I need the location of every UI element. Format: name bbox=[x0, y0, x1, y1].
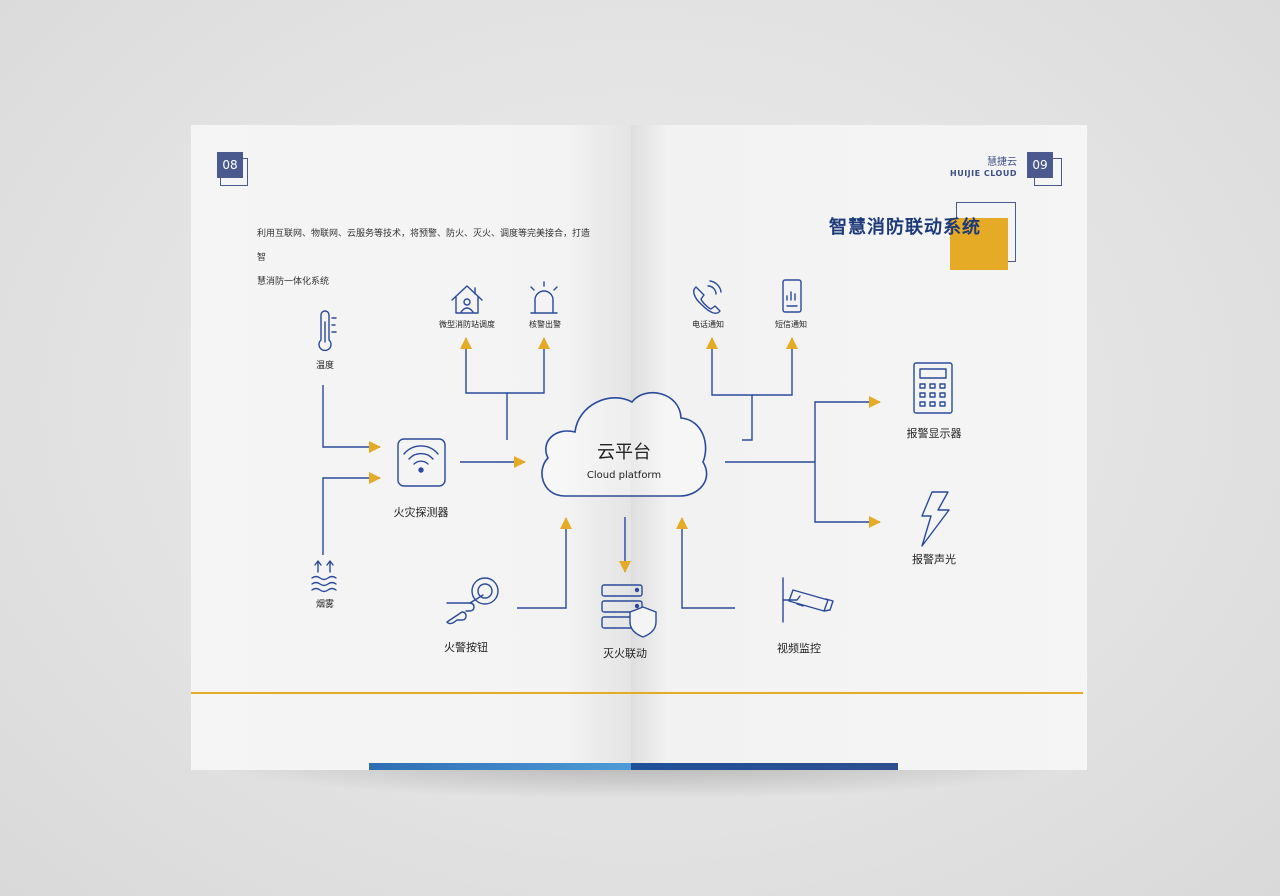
gold-rule-left bbox=[191, 692, 631, 694]
intro-line-2: 慧消防一体化系统 bbox=[257, 277, 330, 287]
page-number-right: 09 bbox=[1027, 152, 1053, 178]
label-video-monitor: 视频监控 bbox=[777, 641, 821, 655]
mobile-phone-icon bbox=[782, 279, 802, 313]
connector-cloud-verify bbox=[507, 337, 550, 394]
label-fire-button: 火警按钮 bbox=[444, 640, 488, 654]
phone-icon bbox=[693, 280, 722, 314]
intro-line-1: 利用互联网、物联网、云服务等技术，将预警、防火、灭火、调度等完美接合，打造智 bbox=[257, 229, 591, 263]
label-fire-linkage: 灭火联动 bbox=[603, 647, 647, 660]
label-alarm-sound-light: 报警声光 bbox=[912, 552, 956, 566]
label-phone-notice: 电话通知 bbox=[692, 319, 724, 329]
lightning-icon bbox=[921, 491, 950, 547]
gold-rule-right bbox=[631, 692, 1083, 694]
label-temperature: 温度 bbox=[316, 359, 334, 371]
connector-smoke bbox=[322, 472, 381, 555]
brand-logo: 慧捷云 HUIJIE CLOUD bbox=[950, 157, 1017, 179]
connector-cloud-phone bbox=[706, 337, 753, 441]
label-verify-alarm: 核警出警 bbox=[529, 319, 561, 329]
cctv-camera-icon bbox=[782, 577, 834, 623]
connector-cloud-display bbox=[814, 396, 881, 462]
hand-button-icon bbox=[446, 577, 499, 625]
right-page: 慧捷云 HUIJIE CLOUD 09 智慧消防联动系统 bbox=[631, 125, 1087, 770]
intro-text: 利用互联网、物联网、云服务等技术，将预警、防火、灭火、调度等完美接合，打造智 慧… bbox=[257, 222, 597, 294]
label-alarm-display: 报警显示器 bbox=[907, 426, 962, 440]
bottom-bar-right bbox=[631, 763, 898, 770]
cloud-label-en: Cloud platform bbox=[587, 470, 661, 481]
label-micro-station: 微型消防站调度 bbox=[439, 319, 495, 329]
page-number-left: 08 bbox=[217, 152, 243, 178]
connector-temperature bbox=[322, 385, 381, 453]
label-smoke: 烟雾 bbox=[316, 598, 334, 610]
smoke-icon bbox=[311, 560, 337, 593]
alarm-light-icon bbox=[530, 281, 558, 314]
fire-detector-icon bbox=[397, 438, 446, 487]
thermometer-icon bbox=[318, 310, 337, 352]
connector-video-cloud bbox=[676, 517, 735, 609]
cloud-platform-icon bbox=[541, 392, 708, 497]
alarm-display-icon bbox=[913, 362, 953, 414]
bottom-bar-left bbox=[369, 763, 631, 770]
page-title: 智慧消防联动系统 bbox=[829, 217, 981, 238]
house-icon bbox=[451, 285, 483, 314]
server-shield-icon bbox=[601, 584, 657, 638]
brand-cn: 慧捷云 bbox=[987, 157, 1017, 168]
brand-en: HUIJIE CLOUD bbox=[950, 169, 1017, 178]
title-gold-box bbox=[950, 218, 1008, 270]
cloud-label-cn: 云平台 bbox=[597, 442, 651, 463]
label-fire-detector: 火灾探测器 bbox=[394, 505, 449, 519]
connector-cloud-sms bbox=[752, 337, 798, 396]
label-sms-notice: 短信通知 bbox=[775, 319, 807, 329]
connector-cloud-soundlight bbox=[814, 462, 881, 528]
connector-button-cloud bbox=[517, 517, 572, 609]
connector-cloud-micro bbox=[460, 337, 508, 440]
